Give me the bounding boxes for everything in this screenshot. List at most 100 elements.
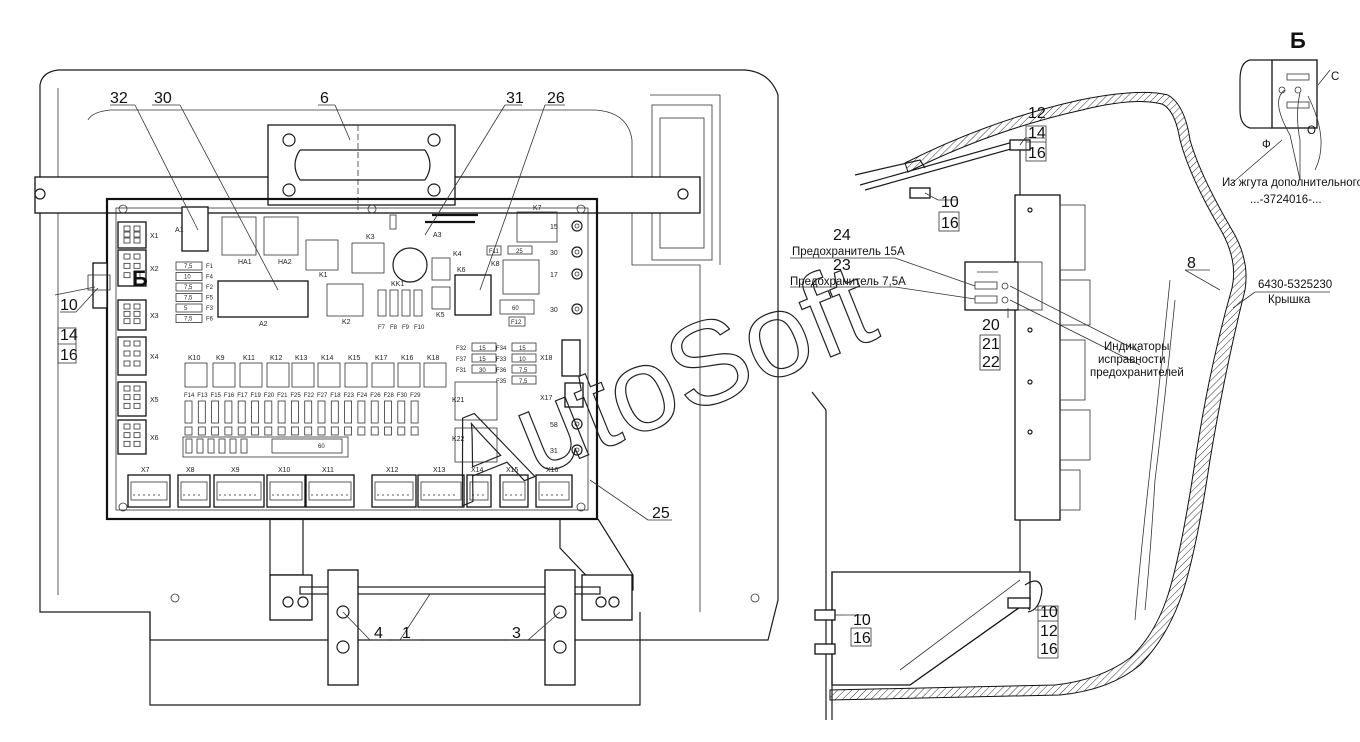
label-k8: K8 [491,261,500,268]
fuse-label: F20 [264,393,275,399]
terminal-17: 17 [550,268,583,280]
callout-32: 32 [110,90,128,107]
indicators-label-1: Индикаторы [1104,341,1169,353]
relay-label: K10 [188,355,201,362]
connector-label: X5 [150,397,159,404]
label-60b: 60 [318,444,325,450]
block-profile [1014,194,1061,521]
connector-x1: X1 [117,221,159,249]
fuse-label: F8 [390,325,398,331]
connector-x4: X4 [117,336,159,376]
section-b-marker: Б [132,266,148,291]
callout-10-left: 10 [60,297,78,314]
callout-23: 23 [833,257,851,274]
terminal-label: 30 [550,250,558,257]
fuse-rating: 7,5 [184,285,193,291]
fuse-label: F34 [496,346,507,352]
indicators-label-3: предохранителей [1090,367,1184,379]
label-k4: K4 [453,251,462,258]
fuse-label: F2 [206,285,214,291]
connector-x9: X9 [213,467,265,508]
relay-k18: K18 [423,355,447,388]
fuse-label: F37 [456,357,467,363]
fuse-f29: F29 [410,393,421,436]
fuse-rating: 7,5 [184,317,193,323]
label-k7: K7 [533,205,542,212]
fuse-label: F24 [357,393,368,399]
connector-x3: X3 [117,299,159,331]
fuse-label: F30 [397,393,408,399]
callout-16-top: 16 [1028,145,1046,162]
terminal-label: 15 [550,224,558,231]
fuse-f28: F28 [384,393,395,436]
connector-label: X10 [278,467,291,474]
detail-b: Б [1229,28,1331,186]
top-bracket [267,124,456,210]
relay-label: K18 [427,355,440,362]
connector-label: X1 [150,233,159,240]
fuse-f16: F16 [224,393,235,436]
fuse-f14: F14 [184,393,195,436]
callout-26: 26 [547,90,565,107]
callout-10-low: 10 [853,612,871,629]
fuse-label: F28 [384,393,395,399]
connector-x11: X11 [305,467,355,508]
connector-x15: X15 [499,467,529,508]
connector-label: X4 [150,354,159,361]
callout-20: 20 [982,317,1000,334]
fuse-label: F13 [197,393,208,399]
fuse-label: F36 [496,368,507,374]
fuse-rating: 7,5 [519,379,528,385]
fuse-f10: F10 [413,289,425,331]
connector-x2: X2 [117,249,159,287]
fuse-f21: F21 [277,393,288,436]
callout-10-r: 10 [1040,604,1058,621]
cover [829,91,1247,701]
callout-12-top: 12 [1028,105,1046,122]
relay-label: K15 [348,355,361,362]
callout-8: 8 [1187,255,1196,272]
fuse-label: F4 [206,275,214,281]
cover-label: Крышка [1268,294,1311,306]
fuse-label: F9 [402,325,410,331]
terminal-15: 15 [550,220,583,232]
relay-label: K13 [295,355,308,362]
fuse-label: F23 [344,393,355,399]
module-a1 [181,206,209,252]
fuse-label: F3 [206,306,214,312]
harness-label-1: Из жгута дополнительного [1222,177,1360,189]
relay-label: K12 [270,355,283,362]
fuse-rating: 7,5 [184,296,193,302]
part-number: 6430-5325230 [1258,279,1332,291]
terminal-label: 17 [550,272,558,279]
fuse-f13: F13 [197,393,208,436]
fuse-label: F7 [378,325,386,331]
label-25: 25 [516,249,523,255]
label-k5: K5 [436,312,445,319]
fuse-panel [964,261,1019,311]
left-clip [54,262,111,309]
callout-16-r: 16 [1040,641,1058,658]
label-ha2: HA2 [278,259,292,266]
fuse-rating: 7,5 [184,264,193,270]
bottom-brackets [269,518,634,686]
harness-label-2: ...-3724016-... [1250,194,1322,206]
connector-x16: X16 [535,467,573,508]
connector-x7: X7 [127,467,171,508]
callout-10-mid: 10 [941,194,959,211]
connector-label: X11 [322,467,334,474]
fuse-f18: F18 [330,393,341,436]
relay-k15: K15 [344,355,368,388]
relay-label: K9 [216,355,225,362]
label-f11: F11 [489,249,500,255]
